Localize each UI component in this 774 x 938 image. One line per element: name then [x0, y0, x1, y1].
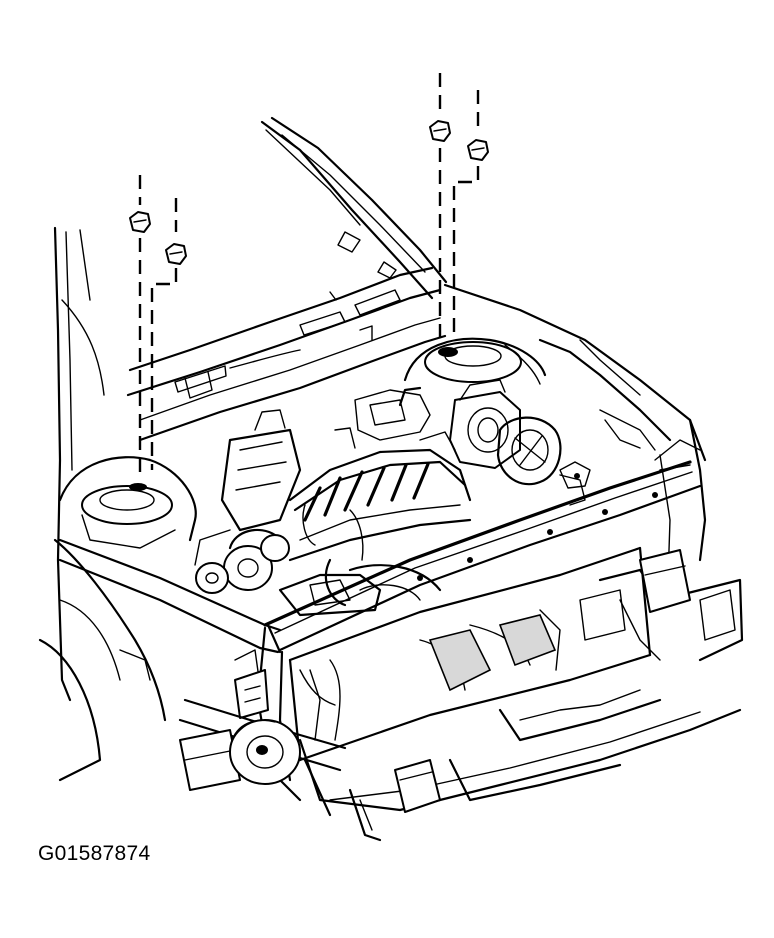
left-strut-mount-nut-front: [129, 175, 151, 480]
engine-left-valve-cover: [220, 409, 302, 532]
radiator-support-upper: [58, 460, 702, 654]
bumper-bracket-lower: [348, 689, 662, 842]
right-fender-apron: [443, 283, 707, 581]
left-strut-tower: [58, 456, 197, 549]
engine-upper-components: [334, 386, 456, 451]
engine-throttle-body: [449, 379, 521, 469]
right-strut-mount-nut-front: [429, 73, 451, 340]
hood-latch-area: [119, 419, 691, 681]
cowl-panel: [126, 266, 447, 442]
engine-front-cover: [278, 509, 382, 617]
left-wheel: [229, 719, 301, 785]
left-fender: [38, 226, 167, 782]
engine-alternator: [496, 416, 586, 506]
right-strut-mount-nut-rear: [452, 90, 489, 340]
right-strut-tower: [403, 337, 547, 385]
left-strut-mount-nut-rear: [150, 198, 187, 470]
engine-intake-manifold: [288, 448, 472, 562]
cooling-fan-shroud: [299, 564, 442, 706]
radiator: [288, 546, 652, 762]
figure-id-label: G01587874: [38, 842, 151, 865]
engine-accessory-pulleys: [194, 528, 290, 594]
